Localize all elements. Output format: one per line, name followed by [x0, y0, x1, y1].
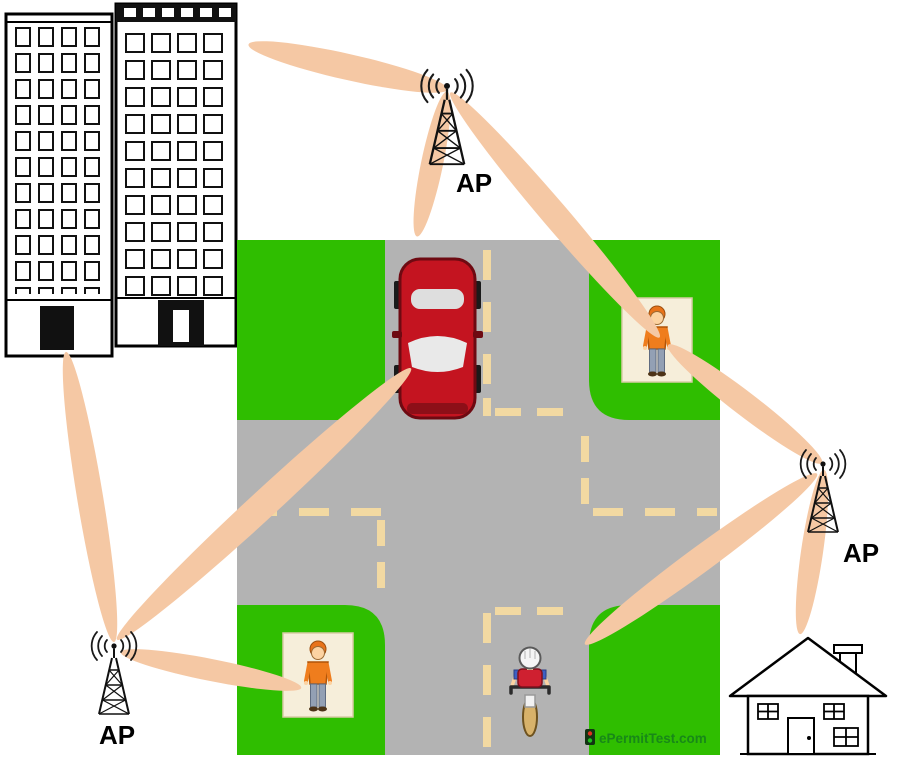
beam-aptop-buildings — [248, 41, 448, 93]
ap-label-left: AP — [99, 720, 135, 750]
beam-apright-cyclist — [584, 473, 818, 645]
watermark-text: ePermitTest.com — [599, 731, 707, 746]
road-intersection: ePermitTest.com — [237, 240, 720, 755]
radio-tower-icon-left — [90, 631, 138, 715]
building-windows — [14, 26, 106, 294]
house-door — [787, 717, 815, 755]
beam-aptop-pedestrian — [449, 92, 661, 338]
ap-label-top: AP — [456, 168, 492, 198]
building-entrance-icon — [40, 306, 74, 350]
signal-beams — [62, 41, 829, 691]
building-windows — [124, 32, 228, 296]
ap-label-right: AP — [843, 538, 879, 568]
grass-corner-top-left — [237, 240, 385, 420]
beam-apleft-pedestrian — [120, 649, 302, 691]
house — [728, 636, 888, 756]
grass-corner-bottom-right — [589, 605, 720, 755]
beam-apleft-car — [116, 367, 412, 641]
watermark: ePermitTest.com — [585, 729, 707, 746]
car — [392, 257, 483, 420]
office-building-left — [4, 12, 114, 358]
cyclist — [509, 646, 551, 737]
beam-apleft-buildings — [62, 351, 118, 643]
office-building-right — [114, 2, 238, 348]
beam-pedestrian-apright — [667, 344, 823, 464]
house-windows — [757, 703, 859, 747]
traffic-light-icon — [585, 729, 595, 745]
lane-markings — [247, 250, 717, 747]
